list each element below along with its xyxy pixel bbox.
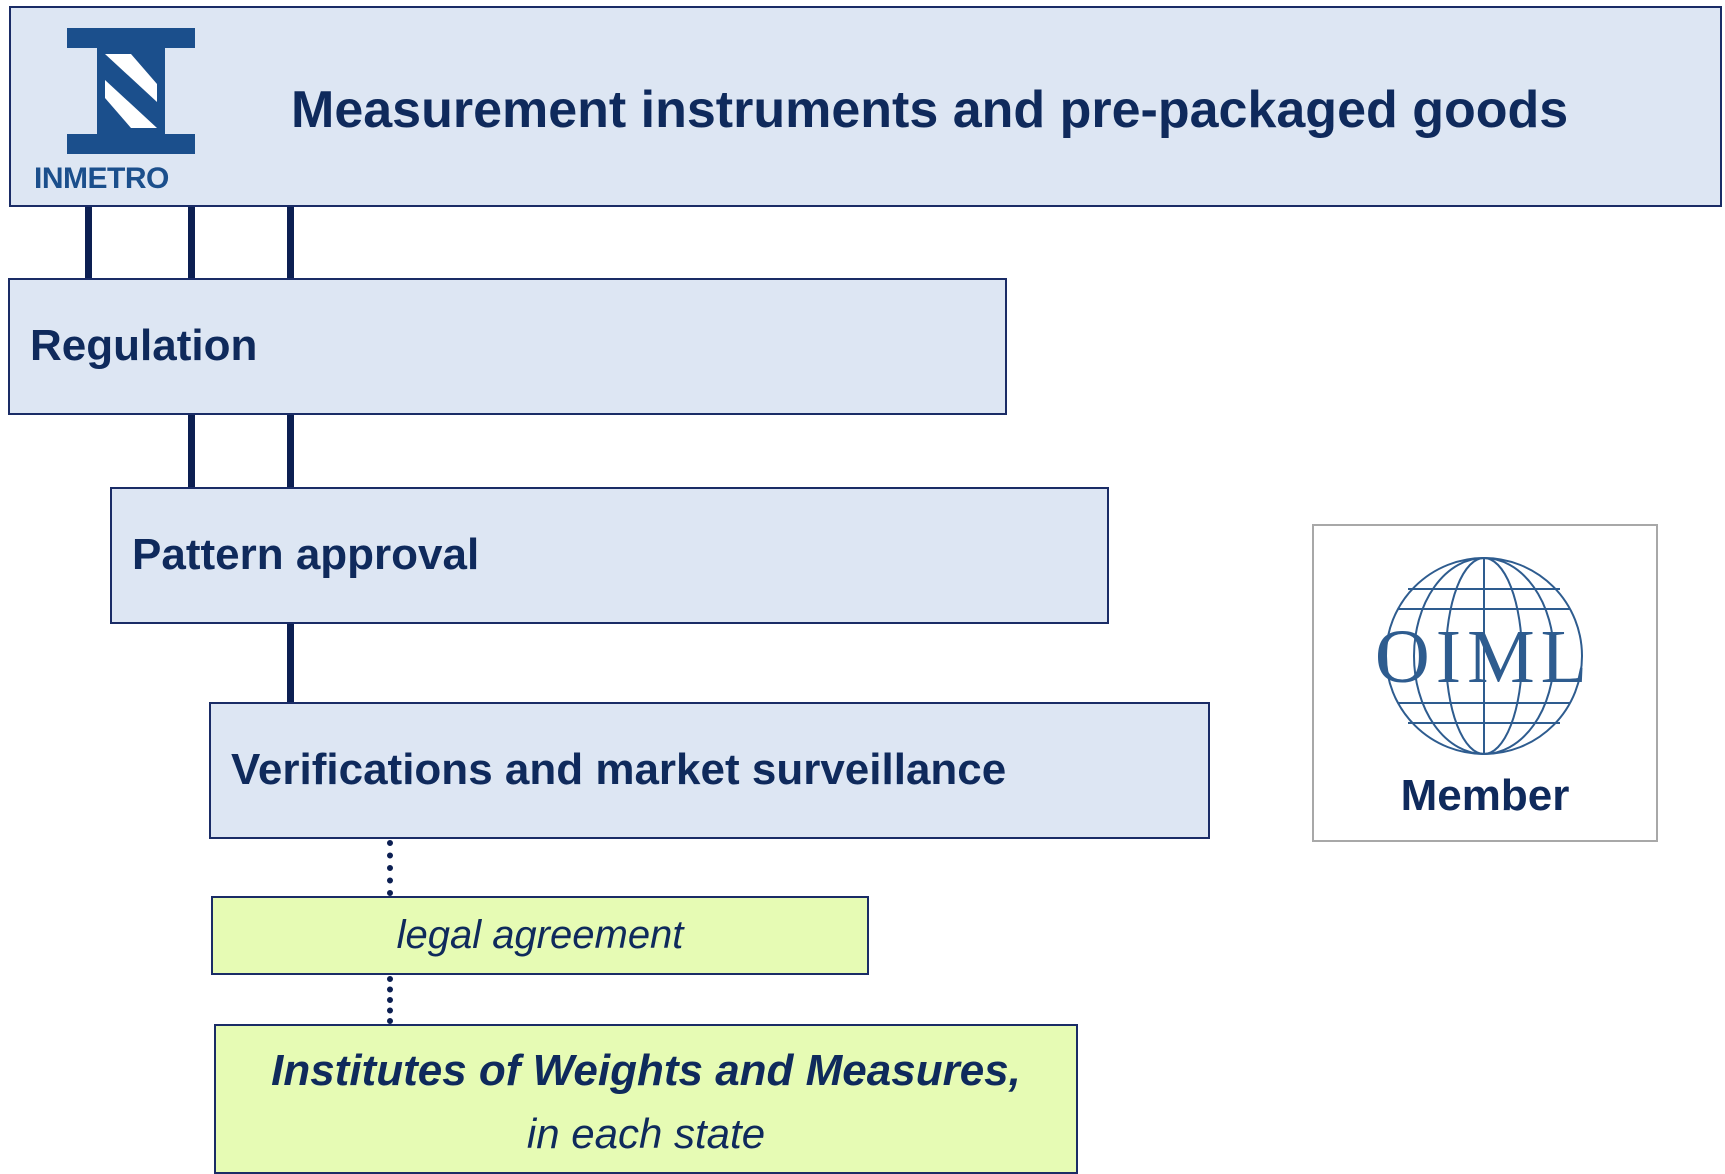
legal-agreement-box: legal agreement [211,896,869,975]
institutes-box: Institutes of Weights and Measures, in e… [214,1024,1078,1174]
dotted-connector [387,976,393,1024]
oiml-member-box: OIML Member [1312,524,1658,842]
pattern-approval-box: Pattern approval [110,487,1109,624]
inmetro-logo-icon [67,28,195,154]
verifications-box: Verifications and market surveillance [209,702,1210,839]
connector-line [188,207,195,278]
header-box: INMETRO Measurement instruments and pre-… [9,6,1722,207]
oiml-globe-icon: OIML [1375,557,1593,755]
institutes-title: Institutes of Weights and Measures, [271,1046,1021,1095]
connector-line [287,207,294,278]
legal-agreement-label: legal agreement [396,913,684,957]
member-label: Member [1400,771,1570,820]
pattern-approval-label: Pattern approval [132,530,480,579]
regulation-box: Regulation [8,278,1007,415]
institutes-subtitle: in each state [526,1110,766,1157]
oiml-logo-text: OIML [1375,615,1593,699]
inmetro-logo: INMETRO [31,22,231,202]
verifications-label: Verifications and market surveillance [231,745,1007,794]
page-title: Measurement instruments and pre-packaged… [291,81,1569,139]
inmetro-logo-text: INMETRO [34,162,169,195]
connector-line [287,624,294,702]
connector-line [85,207,92,278]
connector-line [188,415,195,487]
connector-line [287,415,294,487]
regulation-label: Regulation [30,321,258,370]
dotted-connector [387,840,393,896]
